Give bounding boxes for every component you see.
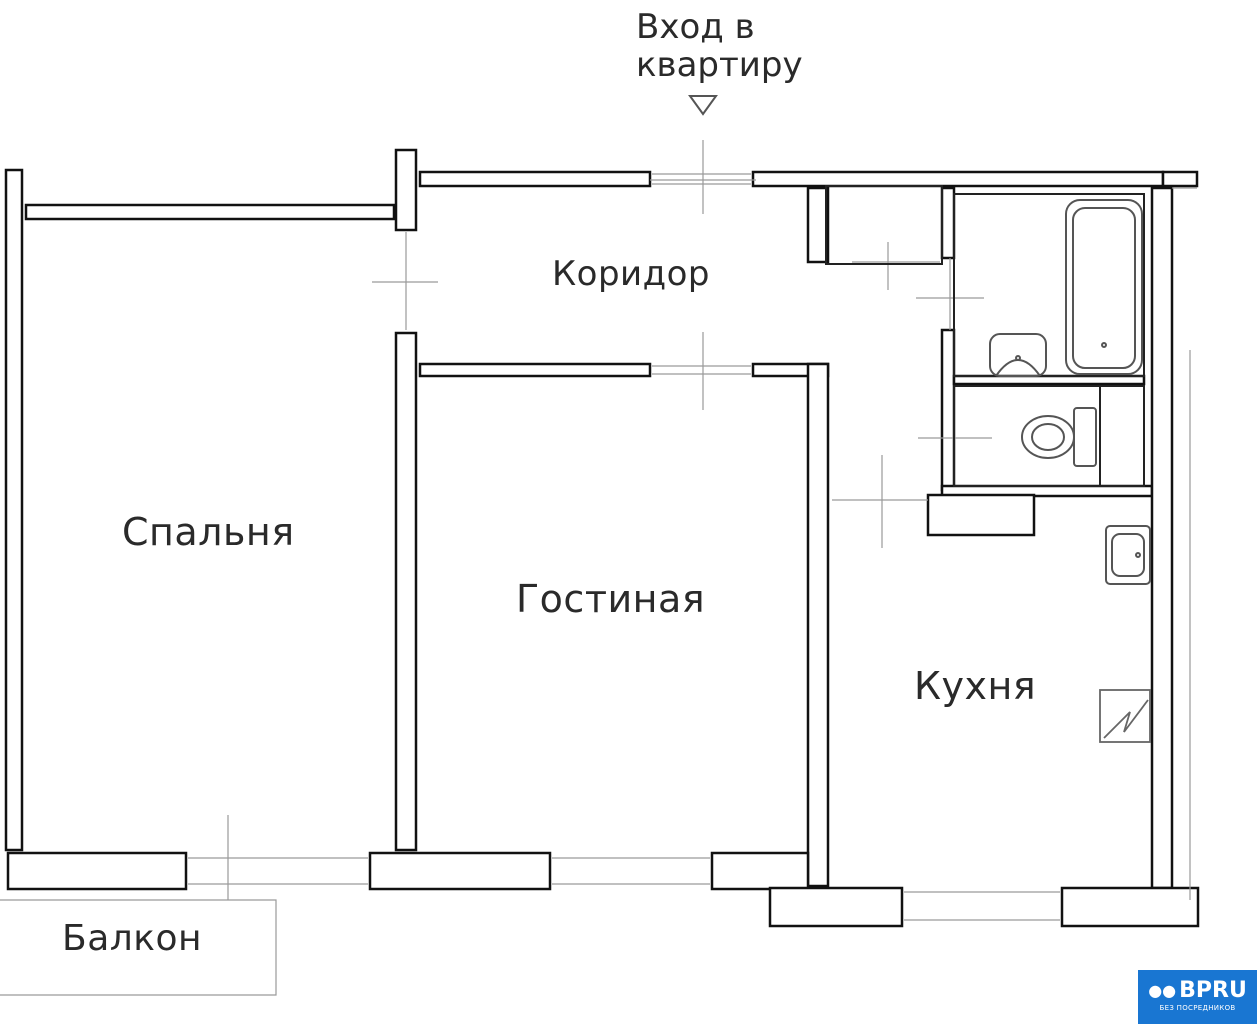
wall-top-left	[418, 170, 652, 188]
room-label-kitchen: Кухня	[914, 664, 1037, 708]
kitchen-counter	[926, 493, 1036, 537]
wall-top-right	[751, 170, 1165, 188]
room-label-bedroom: Спальня	[122, 510, 295, 554]
wall-corridor-left	[418, 362, 652, 378]
wall-column-top	[394, 148, 418, 232]
wall-bath-left-bottom	[940, 328, 956, 492]
wall-bath-mid	[952, 374, 1146, 386]
wall-bottom-3	[710, 851, 810, 891]
kitchen-sink-icon	[1105, 525, 1151, 585]
wall-bottom-4	[768, 886, 904, 928]
entry-label: Вход в квартиру	[636, 8, 803, 84]
logo-tagline: БЕЗ ПОСРЕДНИКОВ	[1159, 1004, 1236, 1012]
wall-top-end	[1161, 170, 1199, 188]
wall-bath-left-top	[940, 186, 956, 260]
room-label-living: Гостиная	[516, 577, 706, 621]
wall-corridor-pier	[806, 186, 830, 264]
wall-right-outer	[1150, 186, 1174, 890]
room-label-balcony: Балкон	[62, 918, 203, 959]
stove-icon	[1099, 689, 1151, 743]
wall-bedroom-living	[394, 331, 418, 852]
entry-label-line1: Вход в	[636, 7, 755, 47]
entry-label-line2: квартиру	[636, 45, 803, 85]
wall-bottom-5	[1060, 886, 1200, 928]
sink-icon	[989, 333, 1047, 377]
logo-brand: BPRU	[1179, 978, 1247, 1003]
bathtub-icon	[1065, 199, 1143, 375]
wall-bottom-2	[368, 851, 552, 891]
wall-bedroom-top	[24, 203, 396, 221]
people-icon: ●●	[1148, 981, 1177, 1000]
bpru-logo: ●●BPRU БЕЗ ПОСРЕДНИКОВ	[1138, 970, 1257, 1024]
bathroom-frame	[953, 193, 1145, 377]
wall-living-kitchen	[806, 362, 830, 888]
toilet-icon	[1021, 407, 1097, 467]
wall-left-outer	[4, 168, 24, 852]
room-label-corridor: Коридор	[552, 254, 711, 294]
toilet-room-frame	[953, 385, 1145, 487]
pantry-frame	[825, 185, 943, 265]
wall-bottom-1	[6, 851, 188, 891]
entry-arrow-icon	[688, 95, 718, 116]
